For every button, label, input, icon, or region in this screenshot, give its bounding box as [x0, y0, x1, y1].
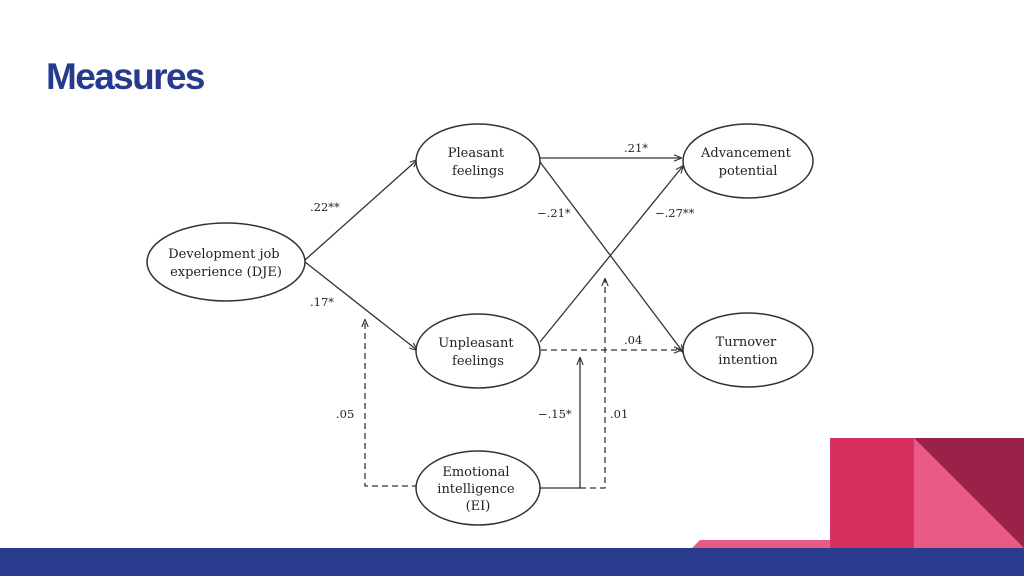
coef-unpleasant-turnover: .04	[624, 333, 642, 347]
node-pleasant-feelings: Pleasant feelings	[415, 123, 541, 199]
svg-text:Development job experi: Development job experience (DJE)	[168, 247, 284, 280]
node-advancement-label-line1: Advancement	[700, 146, 792, 161]
coef-dje-pleasant: .22**	[310, 200, 340, 214]
coef-ei-moderation-unpleasant-advancement: −.15*	[538, 407, 572, 421]
path-ei-moderation-dje	[365, 320, 418, 487]
node-ei-label-line1: Emotional	[442, 465, 509, 480]
svg-text:Turnover intention: Turnover intention	[716, 335, 781, 368]
node-turnover-label-line1: Turnover	[716, 335, 777, 350]
svg-text:Emotional intelligence: Emotional intelligence (EI)	[437, 465, 518, 514]
coef-ei-moderation-unpleasant-turnover: .01	[610, 407, 628, 421]
coef-unpleasant-advancement: −.27**	[655, 206, 695, 220]
node-dje-label-line1: Development job	[168, 247, 279, 262]
path-ei-moderation-unpleasant-turnover	[580, 279, 605, 489]
node-dje-label-line2: experience (DJE)	[170, 265, 282, 280]
node-pleasant-label-line1: Pleasant	[448, 146, 505, 161]
coef-pleasant-advancement: .21*	[624, 141, 648, 155]
node-pleasant-label-line2: feelings	[452, 164, 504, 179]
path-pleasant-turnover	[539, 161, 683, 352]
node-dje: Development job experience (DJE)	[146, 222, 306, 302]
bottom-bar	[0, 548, 1024, 576]
node-unpleasant-feelings: Unpleasant feelings	[415, 313, 541, 389]
path-unpleasant-advancement	[539, 166, 683, 343]
coef-pleasant-turnover: −.21*	[537, 206, 571, 220]
node-emotional-intelligence: Emotional intelligence (EI)	[415, 450, 541, 526]
slide-title: Measures	[46, 56, 206, 97]
svg-text:Advancement potential: Advancement potential	[700, 146, 795, 179]
path-dje-unpleasant	[304, 261, 417, 350]
path-dje-pleasant	[304, 160, 417, 261]
coef-ei-moderation-dje: .05	[336, 407, 354, 421]
accent-light-triangle	[914, 438, 1024, 548]
svg-text:Unpleasant feelings: Unpleasant feelings	[438, 336, 517, 369]
node-advancement-label-line2: potential	[719, 164, 778, 179]
node-unpleasant-label-line1: Unpleasant	[438, 336, 514, 351]
node-ei-label-line2: intelligence	[437, 482, 515, 497]
coef-dje-unpleasant: .17*	[310, 295, 334, 309]
node-unpleasant-label-line2: feelings	[452, 354, 504, 369]
node-advancement-potential: Advancement potential	[682, 123, 814, 199]
node-turnover-intention: Turnover intention	[682, 312, 814, 388]
svg-text:Pleasant feelings: Pleasant feelings	[448, 146, 509, 179]
node-turnover-label-line2: intention	[718, 353, 778, 368]
node-ei-label-line3: (EI)	[466, 499, 491, 514]
